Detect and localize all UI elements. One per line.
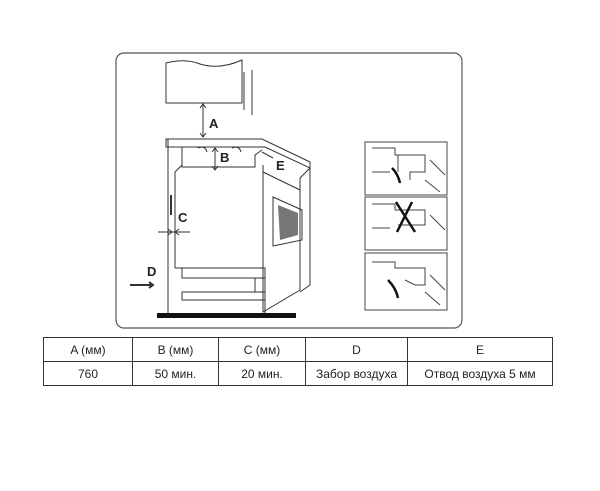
label-c: C <box>178 210 188 225</box>
value-e: Отвод воздуха 5 мм <box>407 361 553 386</box>
header-a: A (мм) <box>43 337 133 362</box>
air-flow-top <box>197 146 274 159</box>
countertop <box>165 138 311 169</box>
detail-panel-wrong <box>364 196 448 251</box>
oven-window <box>272 196 303 247</box>
diagram-frame <box>115 52 463 329</box>
clearance-table: A (мм) B (мм) C (мм) D E 760 50 мин. 20 … <box>43 337 553 386</box>
value-c: 20 мин. <box>218 361 306 386</box>
arrow-b <box>211 147 219 171</box>
label-e: E <box>276 158 285 173</box>
header-d: D <box>305 337 408 362</box>
label-a: A <box>209 116 219 131</box>
cabinet-left-wall <box>167 139 183 318</box>
label-b: B <box>220 150 229 165</box>
upper-cabinet <box>165 59 243 104</box>
oven-window-shade <box>278 205 298 240</box>
cabinet-body <box>175 267 266 315</box>
detail-panel-correct-2 <box>364 252 448 311</box>
installation-diagram: A B C D E <box>115 52 463 329</box>
arrow-a <box>199 103 207 138</box>
detail-panel-correct-1 <box>364 141 448 196</box>
table-row: 760 50 мин. 20 мин. Забор воздуха Отвод … <box>43 361 553 386</box>
header-e: E <box>407 337 553 362</box>
oven <box>262 165 311 313</box>
upper-cabinet-door <box>243 70 253 115</box>
value-b: 50 мин. <box>132 361 219 386</box>
floor <box>157 313 296 318</box>
label-d: D <box>147 264 156 279</box>
header-b: B (мм) <box>132 337 219 362</box>
header-c: C (мм) <box>218 337 306 362</box>
hob-recess <box>181 147 263 168</box>
value-a: 760 <box>43 361 133 386</box>
arrow-d <box>130 281 155 289</box>
table-header-row: A (мм) B (мм) C (мм) D E <box>43 337 553 362</box>
value-d: Забор воздуха <box>305 361 408 386</box>
arrow-c <box>158 228 190 236</box>
